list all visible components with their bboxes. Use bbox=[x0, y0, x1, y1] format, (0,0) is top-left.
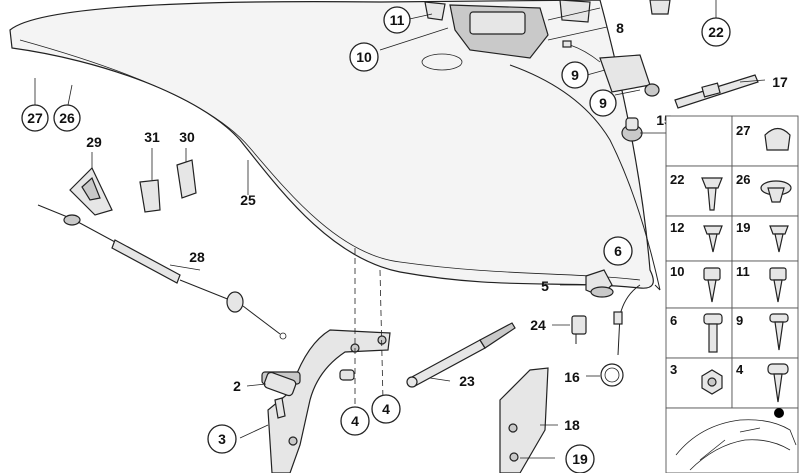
svg-text:16: 16 bbox=[564, 369, 580, 385]
callout-26-left: 26 bbox=[53, 104, 81, 132]
svg-text:3: 3 bbox=[218, 431, 226, 447]
svg-text:10: 10 bbox=[356, 49, 372, 65]
grommet bbox=[585, 269, 614, 298]
clip-31 bbox=[139, 179, 161, 213]
callout-24: 24 bbox=[530, 317, 546, 333]
svg-text:19: 19 bbox=[736, 220, 750, 235]
callout-25: 25 bbox=[240, 192, 256, 208]
callout-23: 23 bbox=[459, 373, 475, 389]
svg-text:11: 11 bbox=[736, 264, 750, 279]
svg-text:4: 4 bbox=[382, 401, 390, 417]
svg-text:19: 19 bbox=[572, 451, 588, 467]
pull-cable bbox=[37, 204, 287, 340]
callout-10: 10 bbox=[349, 42, 379, 72]
callout-28: 28 bbox=[189, 249, 205, 265]
callout-11: 11 bbox=[383, 6, 411, 34]
svg-text:6: 6 bbox=[614, 243, 622, 259]
callout-2: 2 bbox=[233, 378, 241, 394]
gas-strut bbox=[406, 322, 516, 388]
svg-text:31: 31 bbox=[144, 129, 160, 145]
svg-text:26: 26 bbox=[59, 110, 75, 126]
svg-text:2: 2 bbox=[233, 378, 241, 394]
svg-text:6: 6 bbox=[670, 313, 677, 328]
fastener-legend: 27 22 26 12 19 10 11 6 9 3 4 bbox=[665, 115, 799, 473]
callout-3: 3 bbox=[207, 424, 237, 454]
emergency-release-handle bbox=[600, 284, 641, 387]
svg-text:30: 30 bbox=[179, 129, 195, 145]
callout-31: 31 bbox=[144, 129, 160, 145]
svg-text:28: 28 bbox=[189, 249, 205, 265]
svg-text:4: 4 bbox=[351, 413, 359, 429]
callout-19: 19 bbox=[565, 444, 595, 473]
callout-8: 8 bbox=[616, 20, 624, 36]
release-cable bbox=[509, 64, 661, 291]
callout-30: 30 bbox=[179, 129, 195, 145]
svg-text:11: 11 bbox=[390, 12, 405, 28]
svg-text:22: 22 bbox=[708, 24, 724, 40]
callout-29: 29 bbox=[86, 134, 102, 150]
svg-text:18: 18 bbox=[564, 417, 580, 433]
svg-text:8: 8 bbox=[616, 20, 624, 36]
svg-text:17: 17 bbox=[772, 74, 788, 90]
svg-text:12: 12 bbox=[670, 220, 684, 235]
stud-bolt bbox=[674, 74, 759, 109]
callout-4-left: 4 bbox=[340, 406, 370, 436]
trunk-switch bbox=[571, 315, 587, 344]
svg-text:25: 25 bbox=[240, 192, 256, 208]
svg-text:4: 4 bbox=[736, 362, 744, 377]
svg-text:3: 3 bbox=[670, 362, 677, 377]
clip-30 bbox=[176, 159, 197, 199]
svg-text:9: 9 bbox=[736, 313, 743, 328]
callout-27-left: 27 bbox=[21, 104, 49, 132]
callout-6: 6 bbox=[603, 236, 633, 266]
hinge bbox=[261, 329, 391, 473]
trunk-pull-handle bbox=[69, 166, 113, 216]
car-location-sketch bbox=[675, 408, 797, 471]
svg-text:24: 24 bbox=[530, 317, 546, 333]
callout-16: 16 bbox=[564, 369, 580, 385]
callout-17: 17 bbox=[772, 74, 788, 90]
svg-text:5: 5 bbox=[541, 278, 549, 294]
svg-text:10: 10 bbox=[670, 264, 684, 279]
svg-text:9: 9 bbox=[571, 67, 579, 83]
bumper-stop bbox=[621, 117, 643, 142]
svg-text:27: 27 bbox=[27, 110, 43, 126]
callout-9-upper: 9 bbox=[561, 61, 589, 89]
callout-22: 22 bbox=[701, 17, 731, 47]
lock-assembly bbox=[424, 0, 671, 59]
svg-text:9: 9 bbox=[599, 95, 607, 111]
callout-5: 5 bbox=[541, 278, 549, 294]
svg-text:26: 26 bbox=[736, 172, 750, 187]
svg-text:29: 29 bbox=[86, 134, 102, 150]
callout-18: 18 bbox=[564, 417, 580, 433]
svg-text:27: 27 bbox=[736, 123, 750, 138]
callout-4-right: 4 bbox=[371, 394, 401, 424]
callout-9-lower: 9 bbox=[589, 89, 617, 117]
svg-text:22: 22 bbox=[670, 172, 684, 187]
actuator-motor bbox=[562, 40, 660, 97]
hinge-bracket bbox=[499, 367, 549, 473]
svg-text:23: 23 bbox=[459, 373, 475, 389]
trunk-lid bbox=[9, 0, 654, 289]
